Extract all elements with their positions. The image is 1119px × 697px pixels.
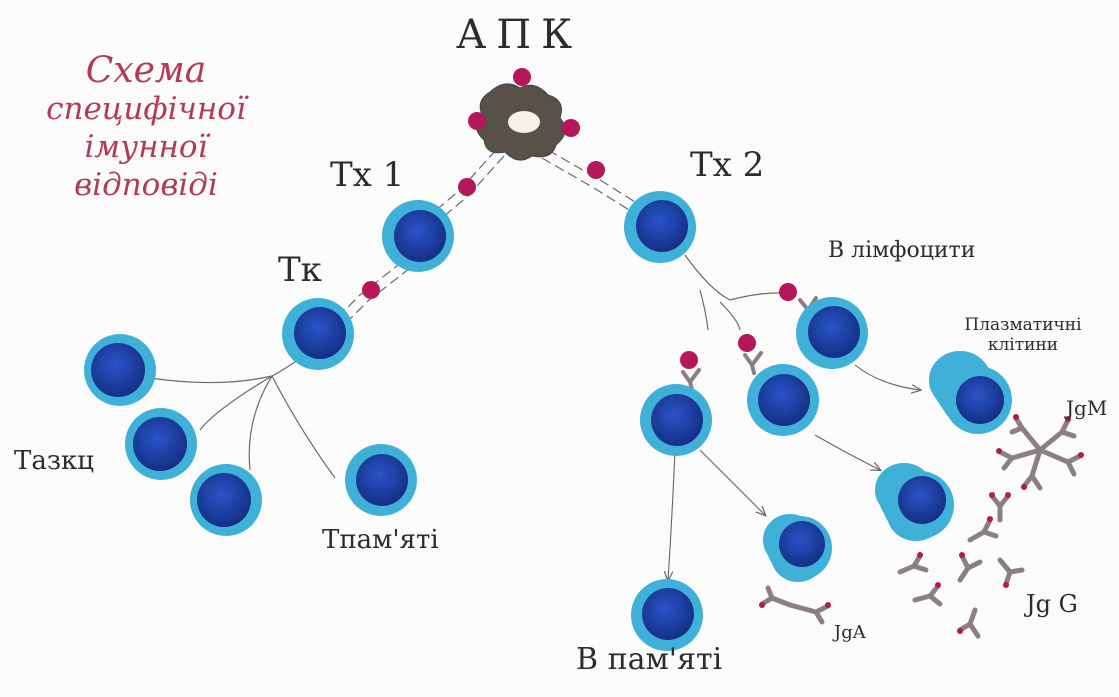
- igg-antibody: [967, 517, 999, 543]
- antigen-dot: [738, 334, 756, 352]
- label-th2: Тх 2: [690, 145, 765, 185]
- label-iga: JgA: [834, 622, 866, 643]
- cell-b-lymphocyte: [796, 297, 868, 369]
- cell-b-memory: [631, 579, 703, 651]
- cell-t-lymphocyte: [190, 464, 262, 536]
- scheme-title: Схема специфічної імунної відповіді: [36, 52, 256, 204]
- igg-antibody: [957, 553, 983, 583]
- label-igm: JgM: [1066, 396, 1108, 420]
- cell-th2: [624, 191, 696, 263]
- label-t-memory: Тпам'яті: [322, 525, 439, 555]
- cell-b-lymphocyte: [640, 384, 712, 456]
- igg-antibody: [912, 583, 943, 607]
- antigen-dot: [680, 351, 698, 369]
- antigen-dot: [362, 281, 380, 299]
- cell-t-lymphocyte: [84, 334, 156, 406]
- label-igg: Jg G: [1026, 590, 1078, 618]
- antigen-dot: [468, 112, 486, 130]
- antigen-dot: [562, 119, 580, 137]
- antibody-tips: [759, 414, 1084, 634]
- iga-antibody: [759, 585, 831, 625]
- igg-antibody: [897, 553, 929, 575]
- arrows: [668, 364, 920, 580]
- plasma-cell-stack: [929, 351, 1012, 434]
- lymphocytes: [84, 191, 868, 651]
- igg-antibody: [997, 557, 1025, 587]
- label-tadcc: Тазкц: [14, 446, 94, 476]
- label-b-memory: В пам'яті: [576, 642, 723, 677]
- label-plasma-cells: Плазматичні клітини: [964, 315, 1082, 355]
- title-line: відповіді: [74, 167, 218, 203]
- apc-cell: [476, 83, 566, 161]
- cell-b-lymphocyte: [747, 364, 819, 436]
- label-apc: АПК: [456, 12, 583, 58]
- cell-t-memory: [345, 444, 417, 516]
- antigens: [362, 68, 797, 369]
- cell-th1: [382, 200, 454, 272]
- antigen-dot: [779, 283, 797, 301]
- antigen-dot: [587, 161, 605, 179]
- title-line: Схема: [85, 50, 207, 91]
- igg-antibody: [989, 493, 1011, 523]
- cell-t-lymphocyte: [125, 408, 197, 480]
- antigen-dot: [458, 178, 476, 196]
- title-line: імунної: [84, 129, 208, 165]
- label-th1: Тх 1: [330, 155, 405, 195]
- connector-lines: [149, 149, 786, 479]
- label-tk: Тк: [278, 250, 322, 290]
- label-b-lymphocytes: В лімфоцити: [828, 238, 976, 263]
- igm-antibody: [997, 415, 1083, 491]
- antigen-dot: [513, 68, 531, 86]
- title-line: специфічної: [46, 91, 246, 127]
- cell-tk: [282, 298, 354, 370]
- plasma-cell-stack: [875, 463, 954, 541]
- plasma-cell-stack: [763, 514, 832, 582]
